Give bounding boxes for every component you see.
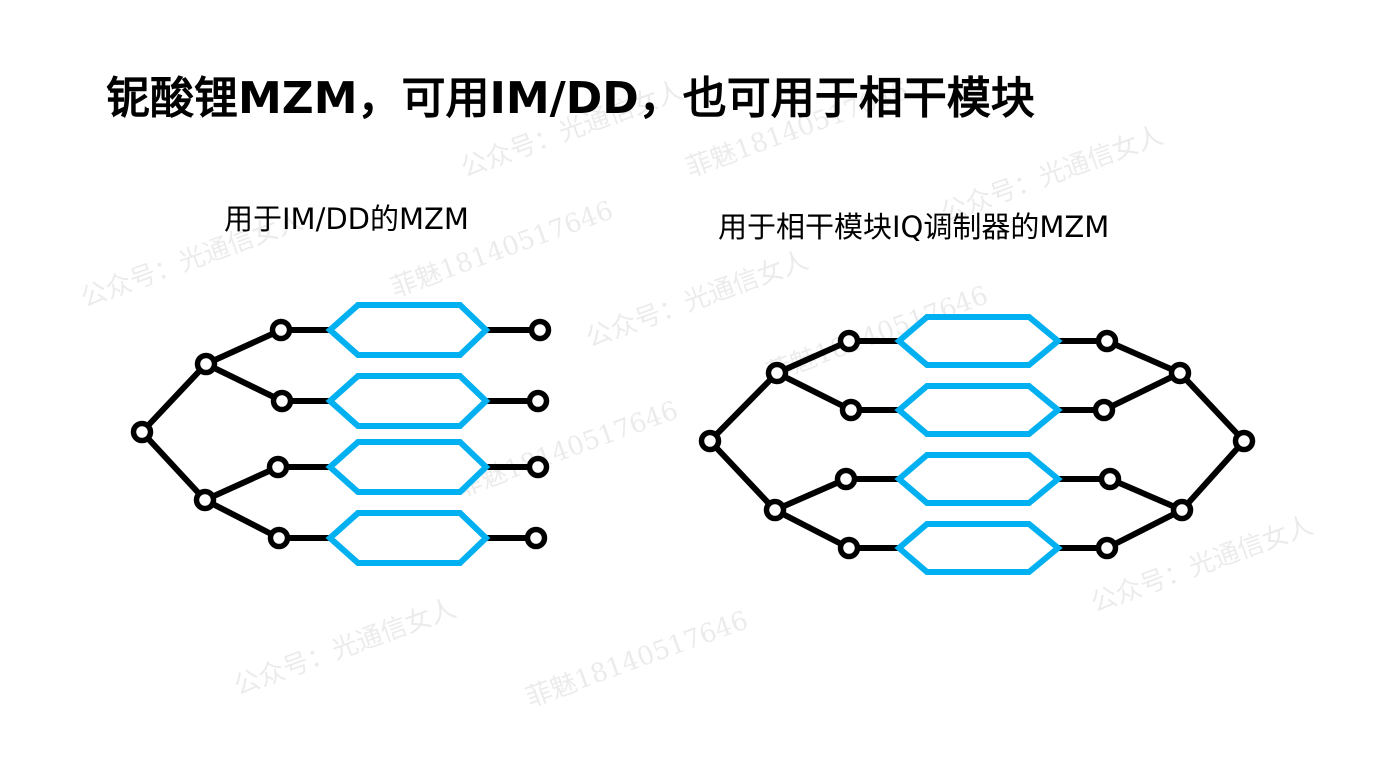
waveguide-node — [526, 455, 550, 479]
waveguide-node — [765, 361, 789, 385]
waveguide-line — [1108, 476, 1184, 513]
waveguide-node — [1092, 398, 1116, 422]
waveguide-node — [1170, 498, 1194, 522]
waveguide-node — [269, 318, 293, 342]
waveguide-line — [1177, 370, 1247, 444]
waveguide-line — [139, 429, 208, 503]
waveguide-node — [837, 329, 861, 353]
mzm-modulator — [325, 510, 491, 566]
waveguide-node — [270, 389, 294, 413]
waveguide-node — [1168, 361, 1192, 385]
waveguide-node — [1098, 467, 1122, 491]
waveguide-line — [775, 338, 851, 376]
waveguide-node — [528, 318, 552, 342]
waveguide-line — [707, 370, 780, 444]
left-diagram-caption: 用于IM/DD的MZM — [224, 202, 469, 236]
mzm-modulator — [325, 302, 491, 358]
waveguide-node — [266, 455, 290, 479]
waveguide-node — [194, 352, 218, 376]
waveguide-node — [1095, 536, 1119, 560]
waveguide-node — [267, 526, 291, 550]
mzm-modulator — [325, 373, 491, 429]
waveguide-line — [775, 370, 853, 413]
mzm-modulator — [894, 383, 1063, 437]
waveguide-line — [139, 361, 209, 435]
slide-title: 铌酸锂MZM，可用IM/DD，也可用于相干模块 — [106, 73, 1035, 124]
waveguide-line — [1179, 438, 1247, 513]
mzm-modulator — [894, 521, 1063, 575]
waveguide-node — [1095, 329, 1119, 353]
waveguide-line — [773, 507, 851, 551]
waveguide-line — [1105, 338, 1182, 376]
waveguide-node — [837, 536, 861, 560]
waveguide-node — [130, 420, 154, 444]
right-diagram-caption: 用于相干模块IQ调制器的MZM — [718, 210, 1110, 244]
waveguide-line — [203, 497, 281, 541]
waveguide-node — [193, 488, 217, 512]
waveguide-node — [834, 467, 858, 491]
waveguide-node — [1232, 429, 1256, 453]
mzm-modulator — [894, 452, 1063, 506]
mzm-modulator — [325, 439, 491, 495]
waveguide-line — [204, 327, 283, 367]
waveguide-node — [524, 526, 548, 550]
waveguide-line — [1105, 507, 1184, 551]
waveguide-line — [773, 476, 848, 513]
waveguide-line — [1102, 370, 1182, 413]
waveguide-node — [698, 429, 722, 453]
mzm-modulator — [894, 314, 1063, 368]
waveguide-node — [839, 398, 863, 422]
waveguide-node — [763, 498, 787, 522]
waveguide-line — [204, 361, 284, 404]
waveguide-line — [203, 464, 280, 503]
waveguide-node — [526, 389, 550, 413]
waveguide-line — [707, 438, 778, 513]
